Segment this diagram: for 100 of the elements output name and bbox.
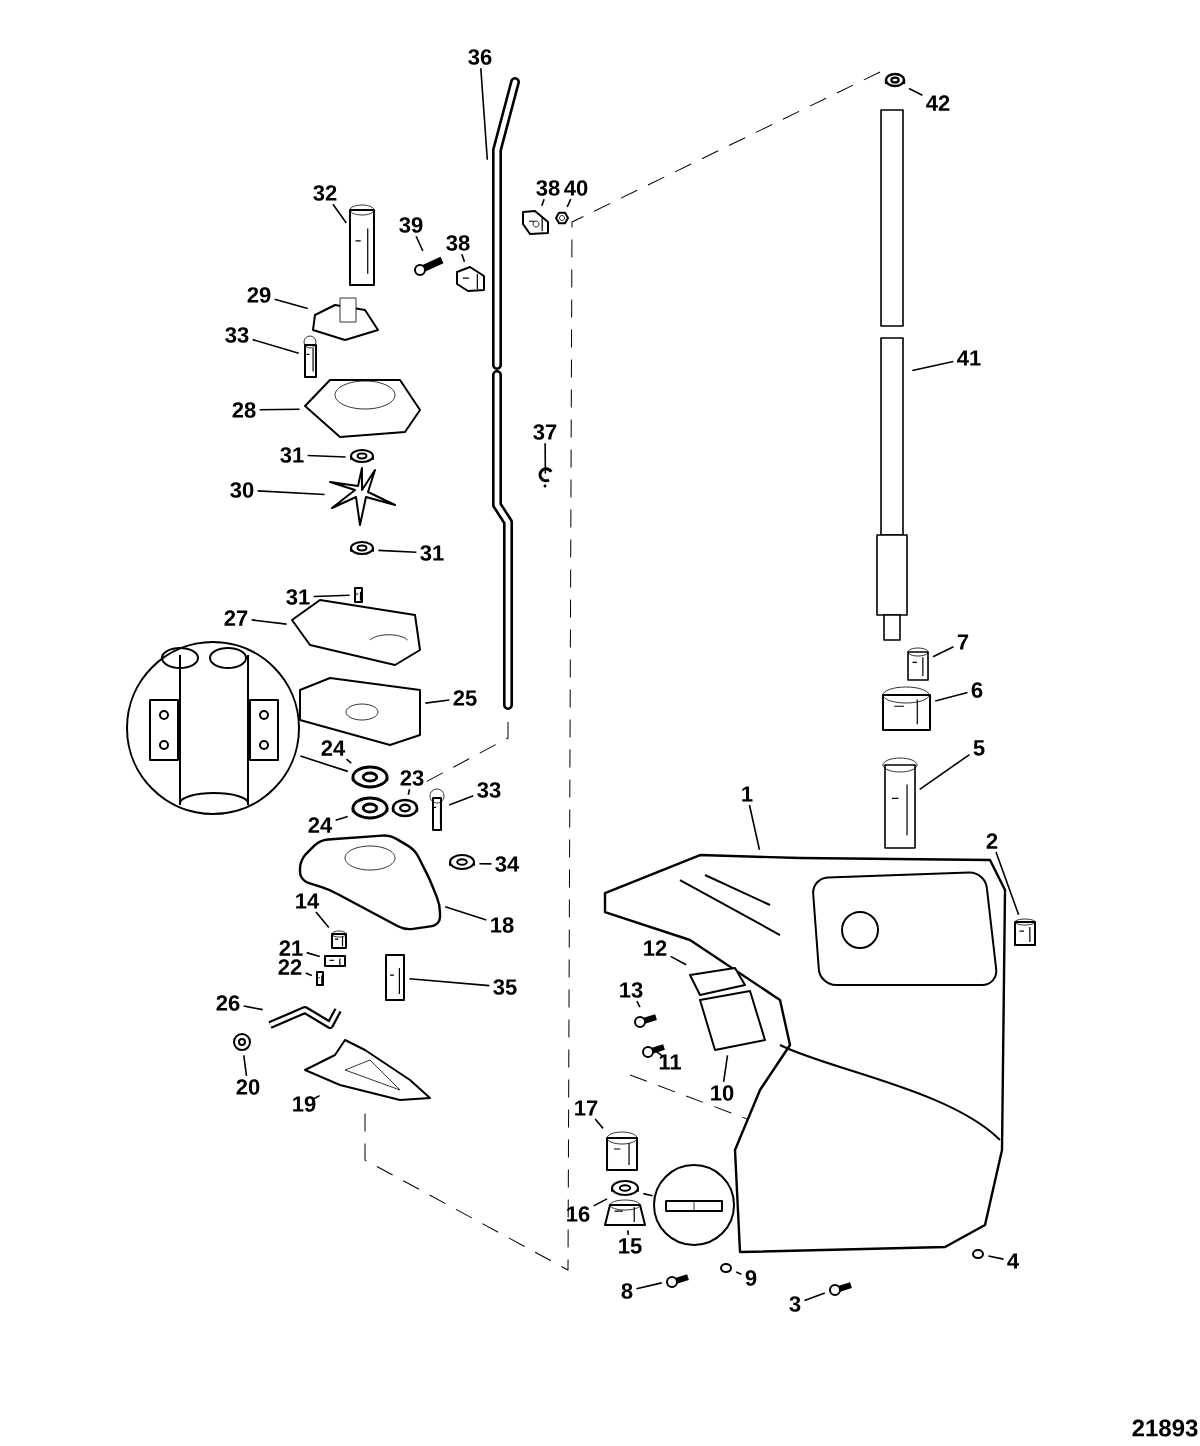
washer-drawing (972, 1249, 984, 1259)
callout-number: 31 (420, 545, 444, 561)
callout-number: 14 (296, 893, 320, 909)
bearing-drawing (606, 1131, 638, 1171)
leader-line (250, 619, 288, 625)
retaining-clip-drawing (538, 467, 553, 488)
leader-line (377, 549, 418, 554)
callout-number: 25 (453, 690, 477, 706)
leader-line (448, 795, 475, 806)
bearing-drawing (391, 798, 419, 818)
leader-line (315, 911, 330, 929)
callout-number: 35 (493, 979, 517, 995)
callout-number: 30 (230, 482, 254, 498)
callout-number: 5 (973, 740, 985, 756)
leader-line (911, 360, 955, 372)
leader-line (748, 804, 761, 851)
callout-number: 23 (400, 770, 424, 786)
leader-line (444, 905, 488, 921)
washer-drawing (720, 1263, 732, 1273)
gearcase-drawing (603, 853, 1007, 1254)
bushing-drawing (331, 930, 347, 949)
driveshaft-drawing (876, 109, 908, 641)
gasket-drawing (324, 955, 346, 967)
callout-number: 18 (491, 917, 514, 933)
pinion-gear-drawing (604, 1199, 646, 1226)
callout-number: 24 (321, 740, 346, 756)
screw-drawing (316, 971, 324, 986)
leader-line (995, 851, 1020, 916)
callout-number: 12 (644, 940, 667, 956)
leader-line (251, 338, 300, 354)
callout-number: 31 (286, 589, 310, 605)
leader-line (918, 753, 971, 791)
pump-housing-drawing (304, 379, 421, 438)
callout-number: 17 (575, 1100, 598, 1116)
callout-number: 6 (971, 682, 983, 698)
callout-number: 9 (745, 1270, 757, 1286)
seal-drawing (351, 796, 389, 820)
callout-number: 40 (564, 180, 588, 196)
callout-number: 24 (308, 817, 333, 833)
leader-line (932, 645, 955, 658)
leader-line (242, 1005, 264, 1011)
leader-line (655, 1050, 665, 1058)
drawing-number: 21893 (1132, 1419, 1198, 1437)
seal-drawing (351, 765, 389, 789)
leader-line (626, 1229, 630, 1236)
washer-drawing (350, 541, 374, 555)
leader-line (415, 235, 424, 252)
screw-drawing (634, 1014, 657, 1028)
nut-drawing (555, 211, 569, 225)
leader-line (544, 442, 547, 475)
anode-plate-drawing (689, 967, 746, 996)
leader-line (408, 977, 491, 987)
leader-line (332, 203, 348, 224)
leader-line (636, 1000, 641, 1008)
leader-line (258, 408, 301, 411)
block-drawing (385, 954, 405, 1001)
callout-number: 32 (313, 185, 337, 201)
callout-number: 2 (986, 833, 998, 849)
callout-number: 1 (742, 786, 753, 802)
washer-drawing (449, 854, 475, 870)
leader-line (305, 951, 321, 958)
leader-line (566, 198, 572, 208)
water-tube-drawing (268, 1006, 342, 1029)
leader-line (243, 1054, 248, 1077)
bearing-drawing (882, 686, 931, 731)
screw-drawing (414, 256, 444, 276)
dowel-pin-drawing (1014, 918, 1036, 946)
bearing-drawing (907, 647, 929, 681)
leader-line (306, 454, 347, 458)
callout-number: 29 (247, 287, 271, 303)
washer-drawing (884, 72, 906, 88)
leader-line (478, 862, 493, 865)
leader-line (594, 1118, 604, 1130)
callout-number: 21 (279, 940, 303, 956)
callout-number: 19 (293, 1096, 316, 1112)
callout-number: 33 (477, 782, 501, 798)
leader-line (345, 758, 353, 764)
screw-drawing (666, 1274, 689, 1288)
clip-drawing (522, 210, 549, 235)
callout-number: 33 (225, 327, 249, 343)
callout-number: 42 (926, 95, 950, 111)
bolt-drawing (303, 335, 317, 378)
callout-number: 11 (659, 1054, 681, 1070)
washer-drawing (611, 1180, 639, 1196)
callout-number: 15 (619, 1238, 642, 1254)
pump-base-drawing (298, 834, 442, 931)
base-drawing (312, 297, 379, 341)
callout-number: 28 (232, 402, 256, 418)
callout-number: 36 (468, 49, 492, 65)
clip-drawing (456, 266, 485, 292)
leader-line (669, 955, 687, 966)
tube-drawing (349, 204, 375, 286)
leader-line (541, 198, 545, 207)
leader-line (312, 594, 351, 598)
callout-number: 37 (533, 424, 557, 440)
key-drawing (354, 587, 363, 603)
leader-line (642, 1192, 654, 1197)
bolt-drawing (429, 788, 445, 831)
detail-inset-drawing (126, 641, 300, 815)
leader-line (987, 1255, 1005, 1260)
